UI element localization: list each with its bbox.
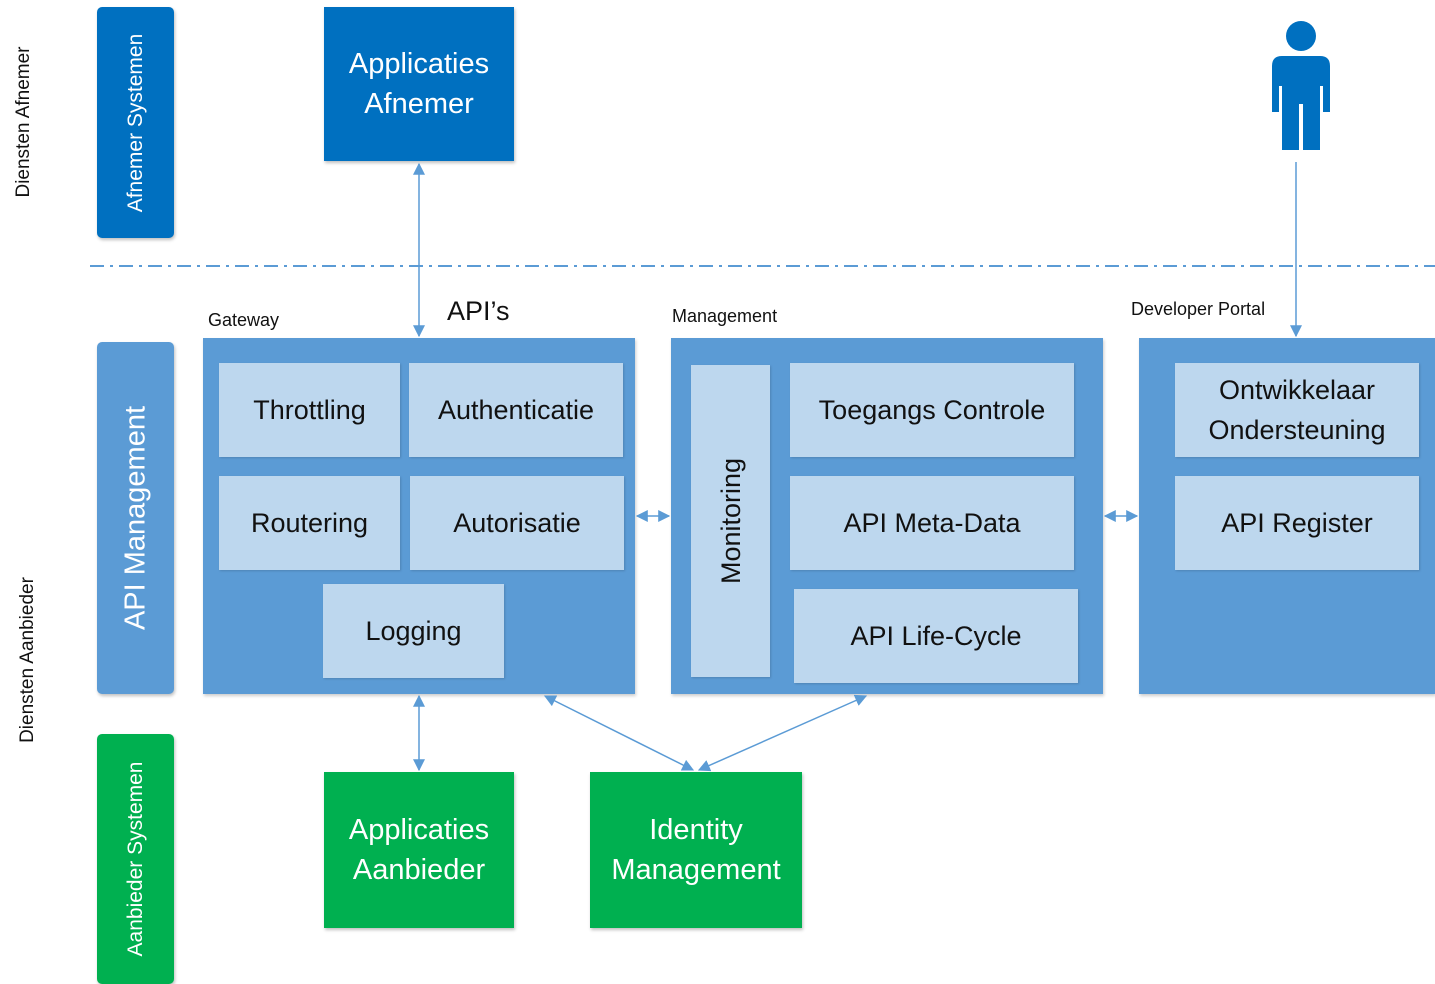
- tile-toegangs-controle: Toegangs Controle: [790, 363, 1074, 457]
- tile-authenticatie: Authenticatie: [409, 363, 623, 457]
- arrow-management-to-identity: [697, 694, 868, 772]
- layer-aanbieder-systemen: Aanbieder Systemen: [97, 734, 174, 984]
- layer-api-management: API Management: [97, 342, 174, 694]
- layer-afnemer-systemen: Afnemer Systemen: [97, 7, 174, 238]
- apis-label: API’s: [447, 296, 510, 326]
- tile-autorisatie: Autorisatie: [410, 476, 624, 570]
- identity-management-box: Identity Management: [590, 772, 802, 928]
- tile-ontwikkelaar-ondersteuning: Ontwikkelaar Ondersteuning: [1175, 363, 1419, 457]
- person-icon: [1272, 21, 1330, 150]
- tile-monitoring: Monitoring: [691, 365, 770, 677]
- gateway-title: Gateway: [208, 310, 280, 330]
- tile-api-life-cycle: API Life-Cycle: [794, 589, 1078, 683]
- applicaties-aanbieder-box: Applicaties Aanbieder: [324, 772, 514, 928]
- tile-api-register: API Register: [1175, 476, 1419, 570]
- developer-portal-title: Developer Portal: [1131, 299, 1266, 319]
- applicaties-aanbieder-label: Applicaties Aanbieder: [348, 814, 490, 886]
- arrow-gateway-to-identity: [543, 695, 695, 771]
- tile-throttling: Throttling: [219, 363, 400, 457]
- applicaties-afnemer-box: Applicaties Afnemer: [324, 7, 514, 161]
- tile-routering: Routering: [219, 476, 400, 570]
- identity-management-label: Identity Management: [611, 814, 781, 886]
- tile-api-meta-data: API Meta-Data: [790, 476, 1074, 570]
- applicaties-afnemer-label: Applicaties Afnemer: [348, 48, 490, 120]
- tile-logging: Logging: [323, 584, 504, 678]
- management-title: Management: [672, 306, 778, 326]
